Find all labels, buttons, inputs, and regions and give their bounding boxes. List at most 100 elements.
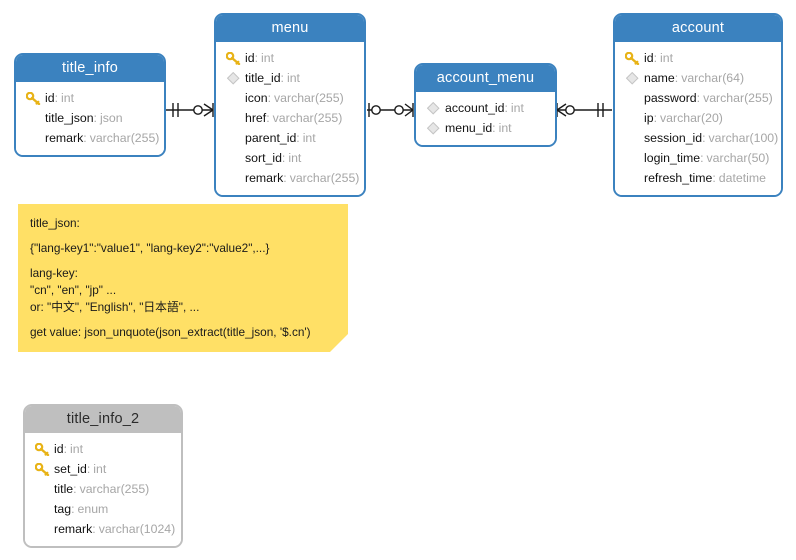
field-row[interactable]: id : int [216,48,364,68]
entity-title-menu: menu [216,15,364,42]
field-row[interactable]: name : varchar(64) [615,68,781,88]
field-row[interactable]: set_id : int [25,459,181,479]
field-name: icon [245,91,268,105]
note-line: or: "中文", "English", "日本語", ... [30,300,200,314]
field-name: title_json [45,111,94,125]
field-type: varchar(255) [272,111,343,125]
field-colon: : [54,91,58,105]
field-row[interactable]: ip : varchar(20) [615,108,781,128]
field-row[interactable]: tag : enum [25,499,181,519]
field-row[interactable]: refresh_time : datetime [615,168,781,188]
primary-key-icon [34,442,51,457]
field-type: enum [77,502,109,516]
field-row[interactable]: sort_id : int [216,148,364,168]
field-row[interactable]: remark : varchar(1024) [25,519,181,539]
no-key-icon [225,131,242,146]
field-colon: : [71,502,75,516]
no-key-icon [225,111,242,126]
field-colon: : [653,111,657,125]
entity-title_info[interactable]: title_info id : int title_json : json re… [14,53,166,157]
primary-key-icon [225,51,242,66]
field-row[interactable]: account_id : int [416,98,555,118]
field-row[interactable]: href : varchar(255) [216,108,364,128]
primary-key-icon [624,51,641,66]
field-type: varchar(64) [681,71,745,85]
note-line: "cn", "en", "jp" ... [30,283,117,297]
field-colon: : [63,442,67,456]
field-colon: : [280,71,284,85]
field-name: id [644,51,654,65]
field-type: varchar(1024) [98,522,176,536]
note-title_json[interactable]: title_json: {"lang-key1":"value1", "lang… [18,204,348,352]
field-colon: : [674,71,679,85]
field-type: int [70,442,83,456]
field-row[interactable]: remark : varchar(255) [16,128,164,148]
entity-title_info_2[interactable]: title_info_2 id : int set_id [23,404,183,548]
field-row[interactable]: menu_id : int [416,118,555,138]
field-row[interactable]: id : int [16,88,164,108]
field-colon: : [86,462,91,476]
field-row[interactable]: session_id : varchar(100) [615,128,781,148]
field-row[interactable]: parent_id : int [216,128,364,148]
field-name: title_id [245,71,281,85]
field-type: int [286,71,300,85]
field-colon: : [93,111,97,125]
field-type: int [93,462,107,476]
relationship-account_menu-account [556,103,612,117]
entity-fields-menu: id : int title_id : int icon : varchar(2… [216,42,364,195]
entity-title-title_info: title_info [16,55,164,82]
field-colon: : [653,51,657,65]
field-row[interactable]: id : int [615,48,781,68]
entity-title-account_menu: account_menu [416,65,555,92]
no-key-icon [34,502,51,517]
entity-fields-title_info_2: id : int set_id : int title : varchar(25… [25,433,181,546]
field-type: varchar(255) [703,91,773,105]
field-colon: : [281,151,286,165]
field-row[interactable]: icon : varchar(255) [216,88,364,108]
field-name: sort_id [245,151,282,165]
field-colon: : [267,91,271,105]
field-colon: : [296,131,300,145]
no-key-icon [225,171,242,186]
field-name: refresh_time [644,171,713,185]
field-name: remark [54,522,93,536]
entity-account[interactable]: account id : int name : varchar(64) [613,13,783,197]
no-key-icon [624,131,641,146]
foreign-key-diamond-icon [225,71,242,86]
field-type: int [660,51,673,65]
field-colon: : [504,101,508,115]
field-name: ip [644,111,654,125]
field-name: password [644,91,697,105]
no-key-icon [34,522,51,537]
no-key-icon [624,91,641,106]
field-row[interactable]: title : varchar(255) [25,479,181,499]
field-type: varchar(50) [706,151,770,165]
no-key-icon [34,482,51,497]
field-colon: : [700,151,704,165]
field-row[interactable]: title_json : json [16,108,164,128]
foreign-key-diamond-icon [425,121,442,136]
entity-menu[interactable]: menu id : int title_id : int [214,13,366,197]
field-type: int [288,151,302,165]
field-row[interactable]: login_time : varchar(50) [615,148,781,168]
note-fold-corner-icon [330,334,348,352]
field-row[interactable]: password : varchar(255) [615,88,781,108]
field-name: menu_id [445,121,493,135]
entity-account_menu[interactable]: account_menu account_id : int menu_id : … [414,63,557,147]
field-name: session_id [644,131,703,145]
field-row[interactable]: remark : varchar(255) [216,168,364,188]
field-row[interactable]: title_id : int [216,68,364,88]
field-colon: : [254,51,258,65]
field-colon: : [283,171,287,185]
field-type: int [261,51,274,65]
field-type: int [61,91,74,105]
no-key-icon [25,131,42,146]
field-colon: : [712,171,716,185]
note-line: get value: json_unquote(json_extract(tit… [30,325,311,339]
note-line: {"lang-key1":"value1", "lang-key2":"valu… [30,241,270,255]
field-row[interactable]: id : int [25,439,181,459]
field-type: int [510,101,524,115]
field-name: remark [45,131,84,145]
field-name: set_id [54,462,87,476]
foreign-key-diamond-icon [624,71,641,86]
